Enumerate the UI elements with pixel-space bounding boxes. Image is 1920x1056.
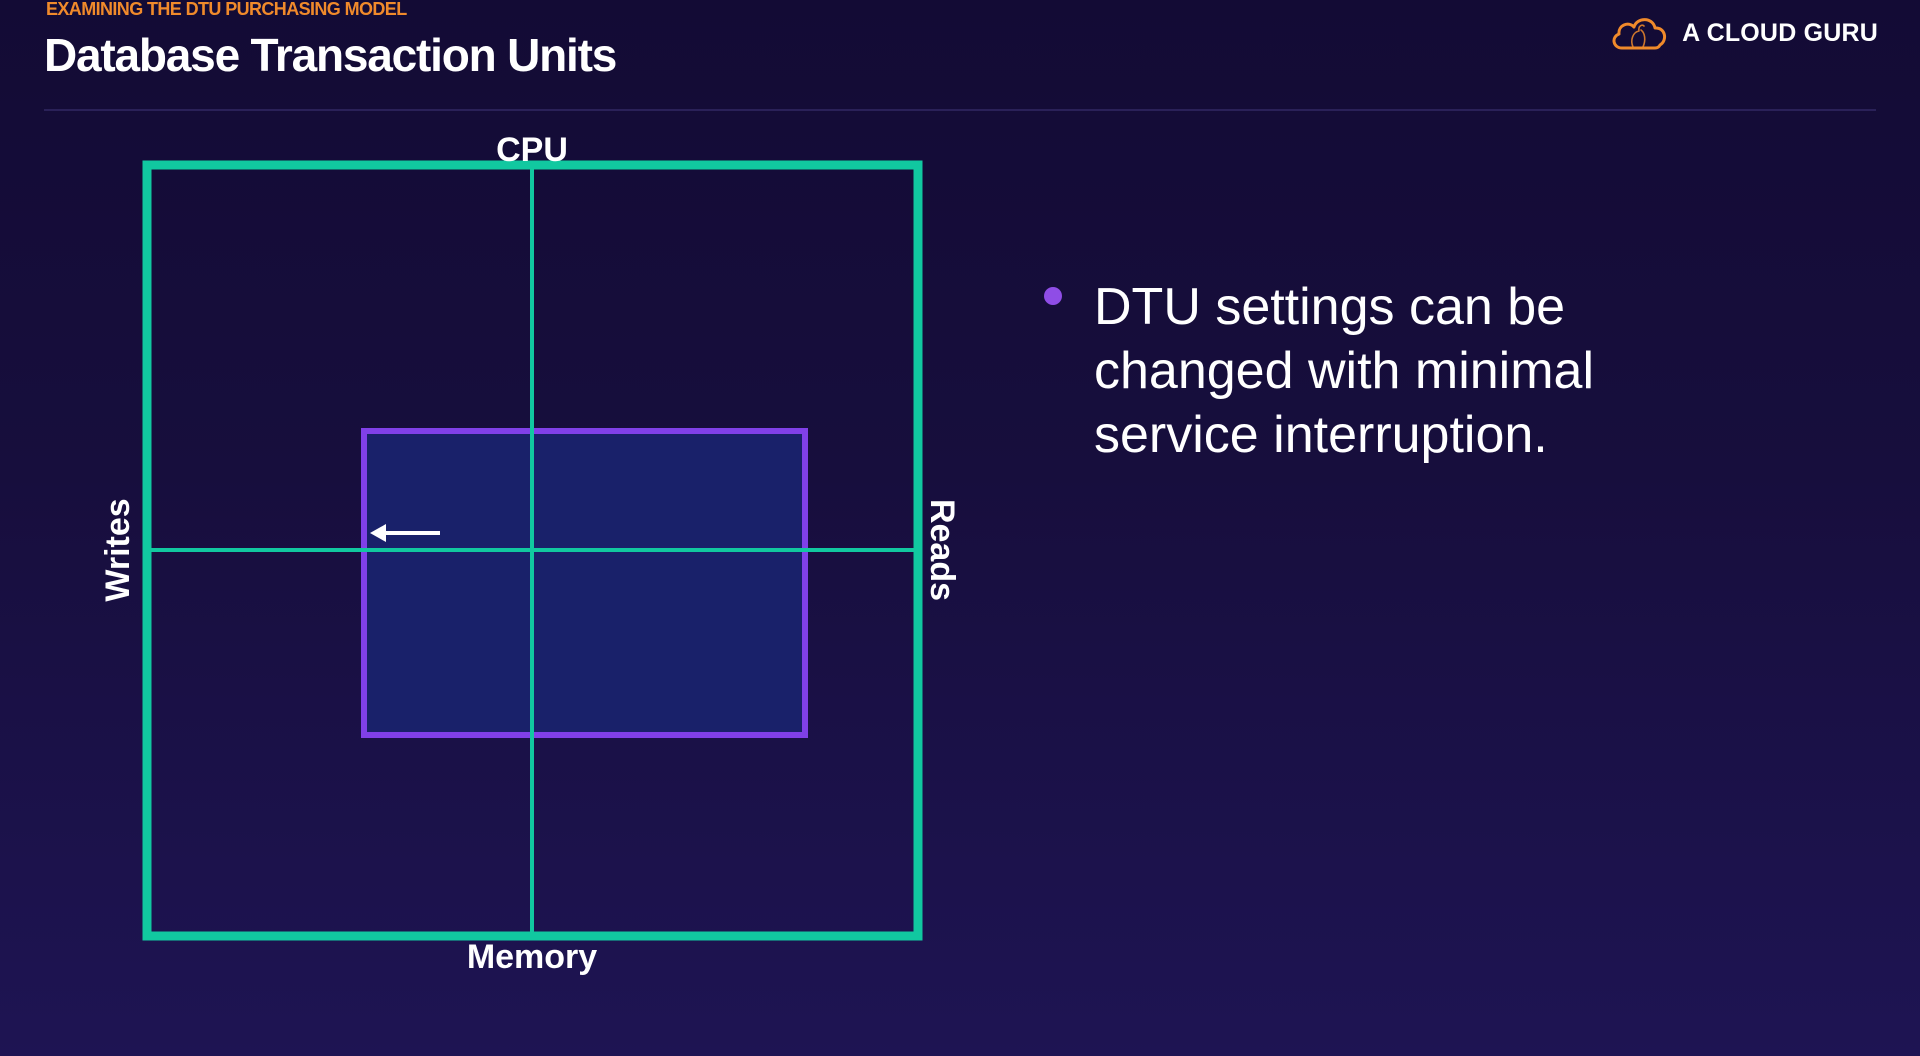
brand-logo: A CLOUD GURU [1608,14,1878,52]
axis-label-top: CPU [496,131,568,169]
bullet-dot-icon [1044,287,1062,305]
bullet-item: DTU settings can be changed with minimal… [1040,275,1760,467]
bullet-text: DTU settings can be changed with minimal… [1094,278,1595,464]
dtu-diagram: CPU Memory Writes Reads [99,131,961,976]
inner-box [361,428,808,738]
page-title: Database Transaction Units [44,29,617,81]
brand-name: A CLOUD GURU [1682,18,1878,47]
axis-label-right: Reads [923,499,961,601]
section-eyebrow: EXAMINING THE DTU PURCHASING MODEL [46,0,407,19]
bullet-list: DTU settings can be changed with minimal… [1040,275,1760,467]
cloud-logo-icon [1612,18,1667,50]
axis-label-bottom: Memory [467,938,597,976]
header-divider [44,109,1876,111]
left-arrow-icon [370,524,440,542]
axis-label-left: Writes [99,498,137,601]
